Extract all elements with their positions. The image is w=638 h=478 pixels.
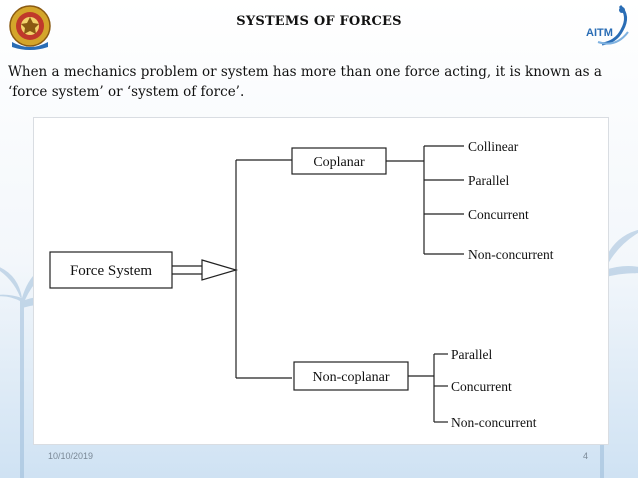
intro-paragraph: When a mechanics problem or system has m… [8,64,602,100]
aitm-logo-text: AITM [586,27,613,39]
noncoplanar-child-concurrent: Concurrent [451,379,512,394]
coplanar-child-parallel: Parallel [468,173,509,188]
institution-emblem-icon [9,5,51,50]
noncoplanar-child-parallel: Parallel [451,347,492,362]
coplanar-child-nonconcurrent: Non-concurrent [468,247,554,262]
noncoplanar-label: Non-coplanar [313,370,390,385]
footer-date: 10/10/2019 [48,451,94,461]
coplanar-label: Coplanar [313,155,365,170]
slide-title: SYSTEMS OF FORCES [236,14,402,29]
root-box [49,251,173,289]
arrow-head [201,259,239,281]
noncoplanar-child-nonconcurrent: Non-concurrent [451,415,537,430]
root-label: Force System [70,263,152,279]
force-system-diagram: Force System Coplanar Collinear Parallel… [33,117,609,445]
coplanar-child-collinear: Collinear [468,139,519,154]
coplanar-child-concurrent: Concurrent [468,207,529,222]
page-number: 4 [582,451,588,461]
diagram-canvas: Force System Coplanar Collinear Parallel… [49,139,554,430]
aitm-logo-icon: AITM [586,4,629,46]
